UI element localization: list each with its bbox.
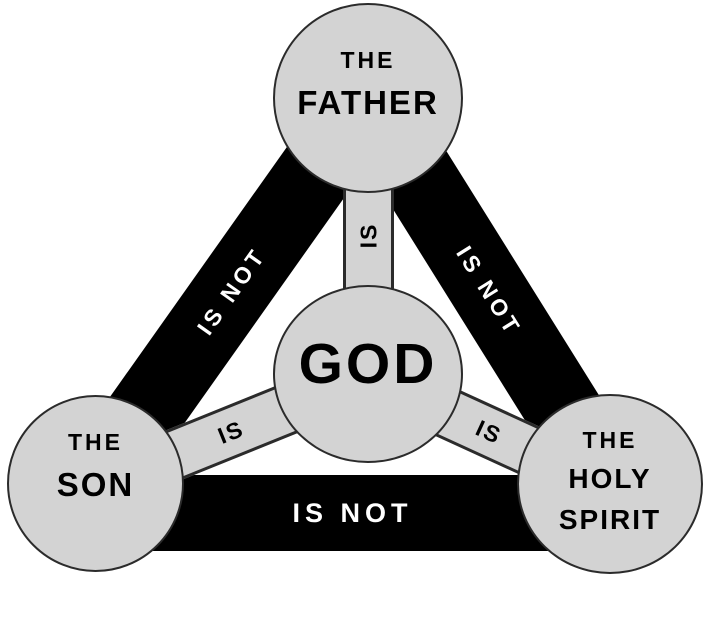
node-son-line2: SON	[56, 465, 135, 503]
node-god-label: GOD	[298, 331, 438, 396]
node-holy-spirit-line3: SPIRIT	[558, 503, 662, 535]
node-holy-spirit-line2: HOLY	[568, 462, 652, 494]
edge-son-holy-spirit-label: IS NOT	[292, 497, 413, 528]
node-father: THE FATHER	[273, 3, 463, 193]
node-son: THE SON	[7, 395, 184, 572]
node-son-line1: THE	[68, 428, 123, 455]
node-father-line2: FATHER	[297, 83, 439, 121]
edge-holy-spirit-god-label: IS	[472, 414, 507, 449]
edge-son-god-label: IS	[214, 414, 248, 449]
node-holy-spirit-line1: THE	[582, 426, 638, 453]
edge-father-son-label: IS NOT	[191, 242, 271, 340]
node-holy-spirit: THE HOLY SPIRIT	[517, 394, 703, 574]
edge-father-god-label: IS	[354, 222, 381, 248]
edge-father-holy-spirit-label: IS NOT	[451, 241, 528, 341]
node-father-line1: THE	[340, 46, 396, 73]
node-god: GOD	[273, 285, 463, 463]
